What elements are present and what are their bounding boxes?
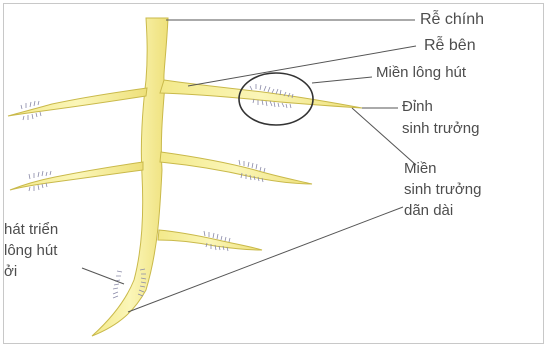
- lateral-root-upper-right: [160, 80, 362, 108]
- label-dinh: Đỉnh: [402, 97, 433, 116]
- lateral-root-middle-right: [160, 152, 312, 184]
- lateral-root-upper-left: [8, 88, 147, 116]
- label-mien: Miền: [404, 159, 437, 178]
- label-re-chinh: Rễ chính: [420, 10, 484, 29]
- lateral-root-lower-right: [158, 230, 262, 250]
- label-re-ben: Rễ bên: [424, 36, 476, 55]
- label-dan-dai: dãn dài: [404, 201, 453, 220]
- lateral-root-middle-left: [10, 162, 143, 190]
- label-mien-long-hut: Miền lông hút: [376, 63, 466, 82]
- label-left-partial-2: lông hút: [4, 241, 57, 260]
- label-left-partial-1: hát triển: [4, 220, 58, 239]
- label-sinh-truong-2: sinh trưởng: [404, 180, 481, 199]
- label-sinh-truong-1: sinh trưởng: [402, 119, 479, 138]
- main-root: [92, 18, 168, 336]
- label-left-partial-3: ởi: [4, 262, 17, 281]
